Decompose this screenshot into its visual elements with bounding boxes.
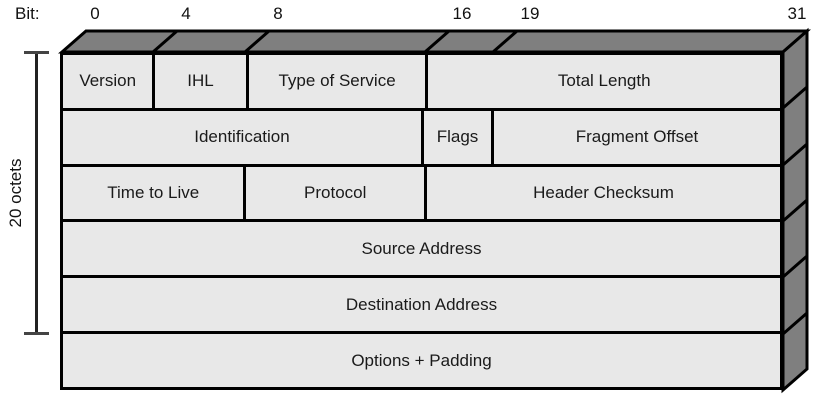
field-ihl: IHL [155, 55, 246, 108]
bit-tick-4: 4 [181, 4, 191, 23]
octets-bracket-line [35, 52, 38, 335]
octets-bracket-cap-top [24, 51, 49, 54]
field-identification: Identification [63, 110, 421, 164]
right-diagonal-row5 [782, 311, 808, 336]
right-diagonal-row4 [782, 254, 808, 279]
header-row-3: Time to Live Protocol Header Checksum [63, 166, 780, 220]
octets-label: 20 octets [6, 158, 25, 228]
header-row-2: Identification Flags Fragment Offset [63, 110, 781, 164]
field-total-length: Total Length [428, 55, 780, 108]
right-face [781, 27, 809, 394]
octets-bracket-cap-bottom [24, 332, 49, 335]
bit-tick-8: 8 [273, 4, 283, 23]
header-row-1: Version IHL Type of Service Total Length [63, 55, 780, 108]
field-time-to-live: Time to Live [63, 166, 244, 220]
top-diagonal-bit19 [492, 29, 518, 54]
field-fragment-offset: Fragment Offset [494, 110, 781, 164]
bit-tick-19: 19 [520, 4, 540, 23]
field-protocol: Protocol [246, 166, 424, 220]
header-field-grid: Version IHL Type of Service Total Length… [60, 52, 783, 390]
bit-tick-31: 31 [787, 4, 807, 23]
top-face [58, 29, 811, 54]
header-row-5: Destination Address [63, 278, 780, 332]
bit-tick-16: 16 [452, 4, 472, 23]
field-options-padding: Options + Padding [63, 334, 780, 387]
right-diagonal-row1 [782, 85, 808, 110]
top-diagonal-bit8 [244, 29, 270, 54]
right-diagonal-row2 [782, 142, 808, 167]
field-source-address: Source Address [63, 222, 780, 276]
field-header-checksum: Header Checksum [426, 166, 780, 220]
field-flags: Flags [423, 110, 492, 164]
field-type-of-service: Type of Service [248, 55, 426, 108]
header-row-4: Source Address [63, 222, 780, 276]
field-version: Version [63, 55, 153, 108]
header-row-6: Options + Padding [63, 334, 780, 387]
right-diagonal-row3 [782, 198, 808, 223]
top-diagonal-bit4 [152, 29, 178, 54]
bit-ruler-label: Bit: [15, 4, 40, 23]
bit-tick-0: 0 [90, 4, 100, 23]
field-destination-address: Destination Address [63, 278, 780, 332]
top-diagonal-bit16 [424, 29, 450, 54]
